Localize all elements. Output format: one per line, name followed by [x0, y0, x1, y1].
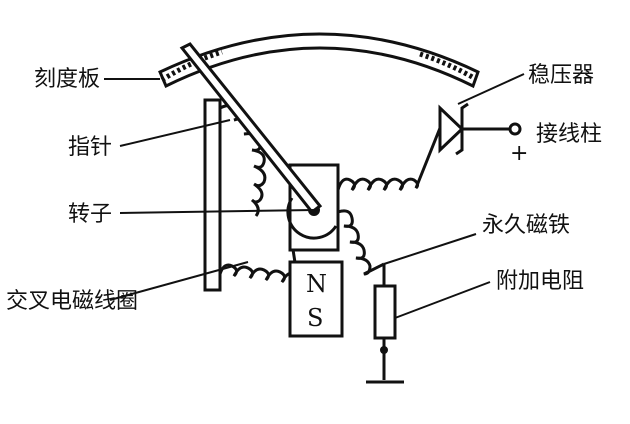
label-regulator: 稳压器	[528, 63, 594, 88]
magnet-north-pole: N	[306, 270, 327, 298]
extra-resistor	[373, 264, 397, 380]
voltage-regulator	[438, 102, 510, 156]
upper-coil	[219, 103, 267, 217]
label-pointer: 指针	[68, 135, 112, 160]
right-upper-coil	[336, 127, 442, 192]
permanent-magnet: N S	[288, 260, 344, 338]
magnet-south-pole: S	[307, 304, 323, 332]
right-lower-coil	[337, 209, 385, 276]
label-scale-plate: 刻度板	[34, 67, 100, 92]
label-rotor: 转子	[68, 202, 112, 227]
positive-sign: +	[510, 141, 528, 166]
label-permanent-magnet: 永久磁铁	[482, 213, 570, 238]
pointer-needle	[179, 42, 323, 215]
label-cross-coil: 交叉电磁线圈	[6, 289, 138, 314]
label-extra-resistor: 附加电阻	[496, 269, 584, 294]
lower-coil	[218, 229, 302, 286]
scale-plate	[158, 32, 480, 89]
label-terminal: 接线柱	[536, 122, 602, 147]
terminal-post	[508, 122, 522, 136]
leader-lines	[104, 73, 525, 319]
stator-frame	[203, 98, 222, 292]
